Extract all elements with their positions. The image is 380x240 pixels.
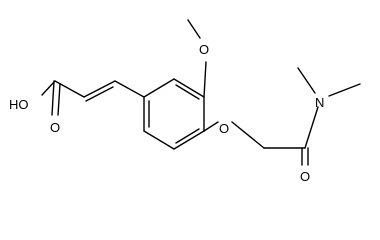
chemical-structure-diagram: HO O O O N O (9, 19, 361, 184)
acrylic-acid-chain (41, 80, 145, 116)
dimethylacetamide-chain (203, 67, 361, 166)
hydroxyl-label: HO (9, 97, 29, 112)
methoxy-group (187, 19, 207, 98)
methoxy-oxygen-label: O (199, 42, 209, 57)
benzene-ring (143, 78, 205, 150)
carbonyl-oxygen-label: O (50, 120, 60, 135)
amide-nitrogen-label: N (315, 95, 324, 110)
amide-oxygen-label: O (300, 169, 310, 184)
ether-oxygen-label: O (219, 121, 229, 136)
